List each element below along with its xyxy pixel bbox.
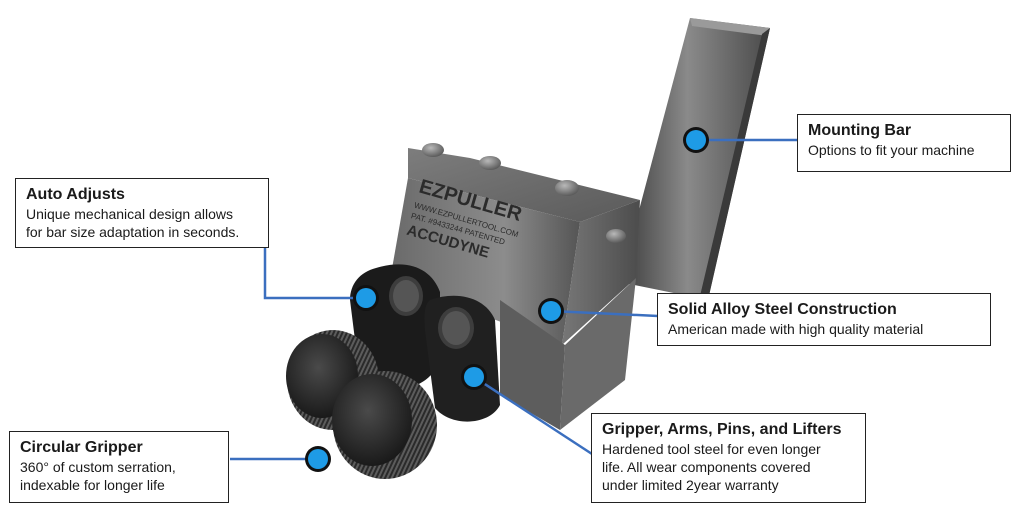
callout-circular-gripper: Circular Gripper 360° of custom serratio… (9, 431, 229, 503)
callout-line: Options to fit your machine (808, 142, 975, 158)
callout-line: Unique mechanical design allows (26, 206, 234, 222)
leader-auto-adjusts (263, 247, 366, 300)
callout-line: under limited 2year warranty (602, 477, 779, 493)
markers (305, 127, 709, 472)
housing-block: EZPULLER WWW.EZPULLERTOOL.COM PAT. #9433… (390, 148, 640, 430)
callout-line: life. All wear components covered (602, 459, 811, 475)
leader-lines (230, 138, 798, 461)
callout-line: indexable for longer life (20, 477, 165, 493)
callout-line: Hardened tool steel for even longer (602, 441, 821, 457)
marker-gripper-arms (461, 364, 487, 390)
callout-title: Mounting Bar (808, 122, 912, 139)
callout-line: American made with high quality material (668, 321, 924, 337)
callout-title: Gripper, Arms, Pins, and Lifters (602, 421, 842, 438)
callout-gripper-arms: Gripper, Arms, Pins, and Lifters Hardene… (591, 413, 866, 503)
callout-title: Auto Adjusts (26, 186, 125, 203)
bolts (422, 143, 626, 243)
callout-solid-alloy: Solid Alloy Steel Construction American … (657, 293, 991, 346)
leader-gripper-arms (473, 375, 593, 456)
callout-title: Solid Alloy Steel Construction (668, 301, 897, 318)
callout-line: for bar size adaptation in seconds. (26, 224, 240, 240)
mounting-bar-shape (620, 18, 770, 300)
marker-auto-adjusts (353, 285, 379, 311)
callout-mounting-bar: Mounting Bar Options to fit your machine (797, 114, 1011, 172)
circular-grippers (286, 330, 437, 479)
callout-title: Circular Gripper (20, 439, 143, 456)
marker-mounting-bar (683, 127, 709, 153)
callout-body: 360° of custom serration, indexable for … (20, 458, 218, 494)
leader-solid-alloy (550, 309, 659, 318)
callout-body: Hardened tool steel for even longer life… (602, 440, 855, 494)
callout-body: American made with high quality material (668, 320, 980, 338)
callout-auto-adjusts: Auto Adjusts Unique mechanical design al… (15, 178, 269, 248)
callout-line: 360° of custom serration, (20, 459, 176, 475)
callout-body: Unique mechanical design allows for bar … (26, 205, 258, 241)
marker-circular-gripper (305, 446, 331, 472)
marker-solid-alloy (538, 298, 564, 324)
callout-body: Options to fit your machine (808, 141, 1000, 159)
